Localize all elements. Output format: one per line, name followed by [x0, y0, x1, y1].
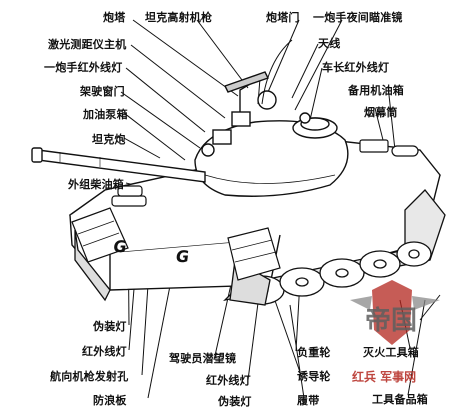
running-gear: [74, 189, 446, 306]
label-gunner-ir-light: 一炮手红外线灯: [44, 61, 123, 74]
label-infrared-light-center: 红外线灯: [206, 374, 251, 387]
label-idler-wheel: 诱导轮: [297, 370, 331, 383]
label-load-wheel: 负重轮: [297, 346, 331, 359]
label-driver-hatch: 架驶窗门: [80, 85, 125, 98]
label-toolbox: 工具备品箱: [372, 393, 428, 406]
label-driver-periscope: 驾驶员潜望镜: [169, 352, 237, 365]
watermark-caption: 红兵 军事网: [352, 370, 417, 384]
watermark-logo-text: 帝国: [365, 306, 418, 336]
svg-text:G: G: [112, 237, 128, 256]
label-gunner-night-sight: 一炮手夜间瞄准镜: [313, 11, 403, 24]
label-blackout-light: 伪装灯: [93, 320, 127, 333]
label-splash-guard: 防浪板: [93, 394, 127, 407]
main-gun: [31, 147, 206, 183]
label-fire-extinguisher: 灭火工具箱: [363, 346, 419, 359]
label-turret-door: 炮塔门: [266, 11, 300, 24]
label-commander-ir-light: 车长红外线灯: [322, 61, 390, 74]
label-external-fuel-tank: 外组柴油箱: [68, 178, 124, 191]
hull-markings: G G: [112, 237, 190, 266]
label-spare-oil-box: 备用机油箱: [348, 84, 404, 97]
label-laser-rangefinder: 激光测距仪主机: [48, 38, 127, 51]
rear-details: [111, 139, 419, 207]
label-antenna: 天线: [318, 37, 341, 50]
svg-text:G: G: [175, 247, 191, 266]
label-blackout-light-right: 伪装灯: [218, 395, 252, 408]
front-fenders: [71, 207, 281, 281]
turret: [194, 39, 349, 197]
label-smoke-dispenser: 烟幕筒: [364, 106, 398, 119]
label-aa-machine-gun: 坦克高射机枪: [145, 11, 213, 24]
watermark-logo: [350, 280, 440, 345]
label-turret: 炮塔: [103, 11, 126, 24]
label-track: 履带: [297, 394, 320, 407]
label-main-gun: 坦克炮: [92, 133, 126, 146]
label-fuel-box: 加油泵箱: [83, 108, 128, 121]
label-infrared-light-left: 红外线灯: [82, 345, 127, 358]
label-bow-mg-port: 航向机枪发射孔: [50, 370, 129, 383]
